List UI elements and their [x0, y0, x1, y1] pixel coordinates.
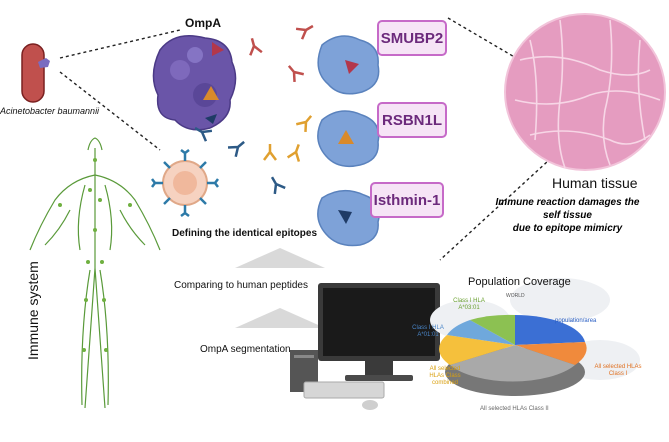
immune-reaction-line2: self tissue [543, 210, 592, 221]
comparing-peptides-label: Comparing to human peptides [174, 280, 308, 291]
human-tissue-label: Human tissue [552, 175, 638, 191]
immune-reaction-caption: Immune reaction damages the self tissue … [475, 196, 660, 235]
immune-system-figure [29, 137, 161, 409]
immune-system-label: Immune system [25, 261, 41, 360]
pie-label-a0301: Class I HLA A*03:01 [453, 298, 485, 311]
protein-box-smubp2: SMUBP2 [377, 20, 447, 56]
immune-reaction-line1: Immune reaction damages the [495, 197, 640, 208]
ompa-label: OmpA [185, 16, 221, 30]
population-coverage-pie [439, 314, 587, 396]
protein-box-isthmin-1: Isthmin-1 [370, 182, 444, 218]
immune-reaction-line3: due to epitope mimicry [512, 223, 623, 234]
pie-label-a0101: Class I HLA A*01:01 [412, 325, 444, 338]
world-map-label: WORLD [506, 293, 525, 299]
bacterium-label: Acinetobacter baumannii [0, 106, 100, 116]
immune-cell-icon [151, 149, 219, 217]
computer-icon [290, 283, 440, 410]
pie-label-population: population/area [555, 318, 597, 324]
step-triangle-comparing [235, 248, 325, 268]
antibodies [194, 24, 314, 195]
pie-label-combined: All selected HLAs Class combined [429, 366, 461, 386]
population-coverage-title: Population Coverage [468, 276, 571, 288]
pie-label-class-i: All selected HLAs Class I [594, 364, 642, 377]
defining-epitopes-label: Defining the identical epitopes [172, 228, 318, 239]
ompa-protein-icon [152, 35, 237, 131]
ompa-segmentation-label: OmpA segmentation [200, 344, 291, 355]
human-protein-icons [317, 35, 381, 247]
connector-lines [59, 17, 561, 261]
protein-box-rsbn1l: RSBN1L [377, 102, 447, 138]
human-tissue-icon [504, 13, 666, 171]
pie-label-class-ii: All selected HLAs Class II [480, 406, 549, 412]
step-triangle-segmentation [235, 308, 325, 328]
lymph-nodes [58, 158, 132, 352]
bacterium-icon [21, 43, 50, 103]
